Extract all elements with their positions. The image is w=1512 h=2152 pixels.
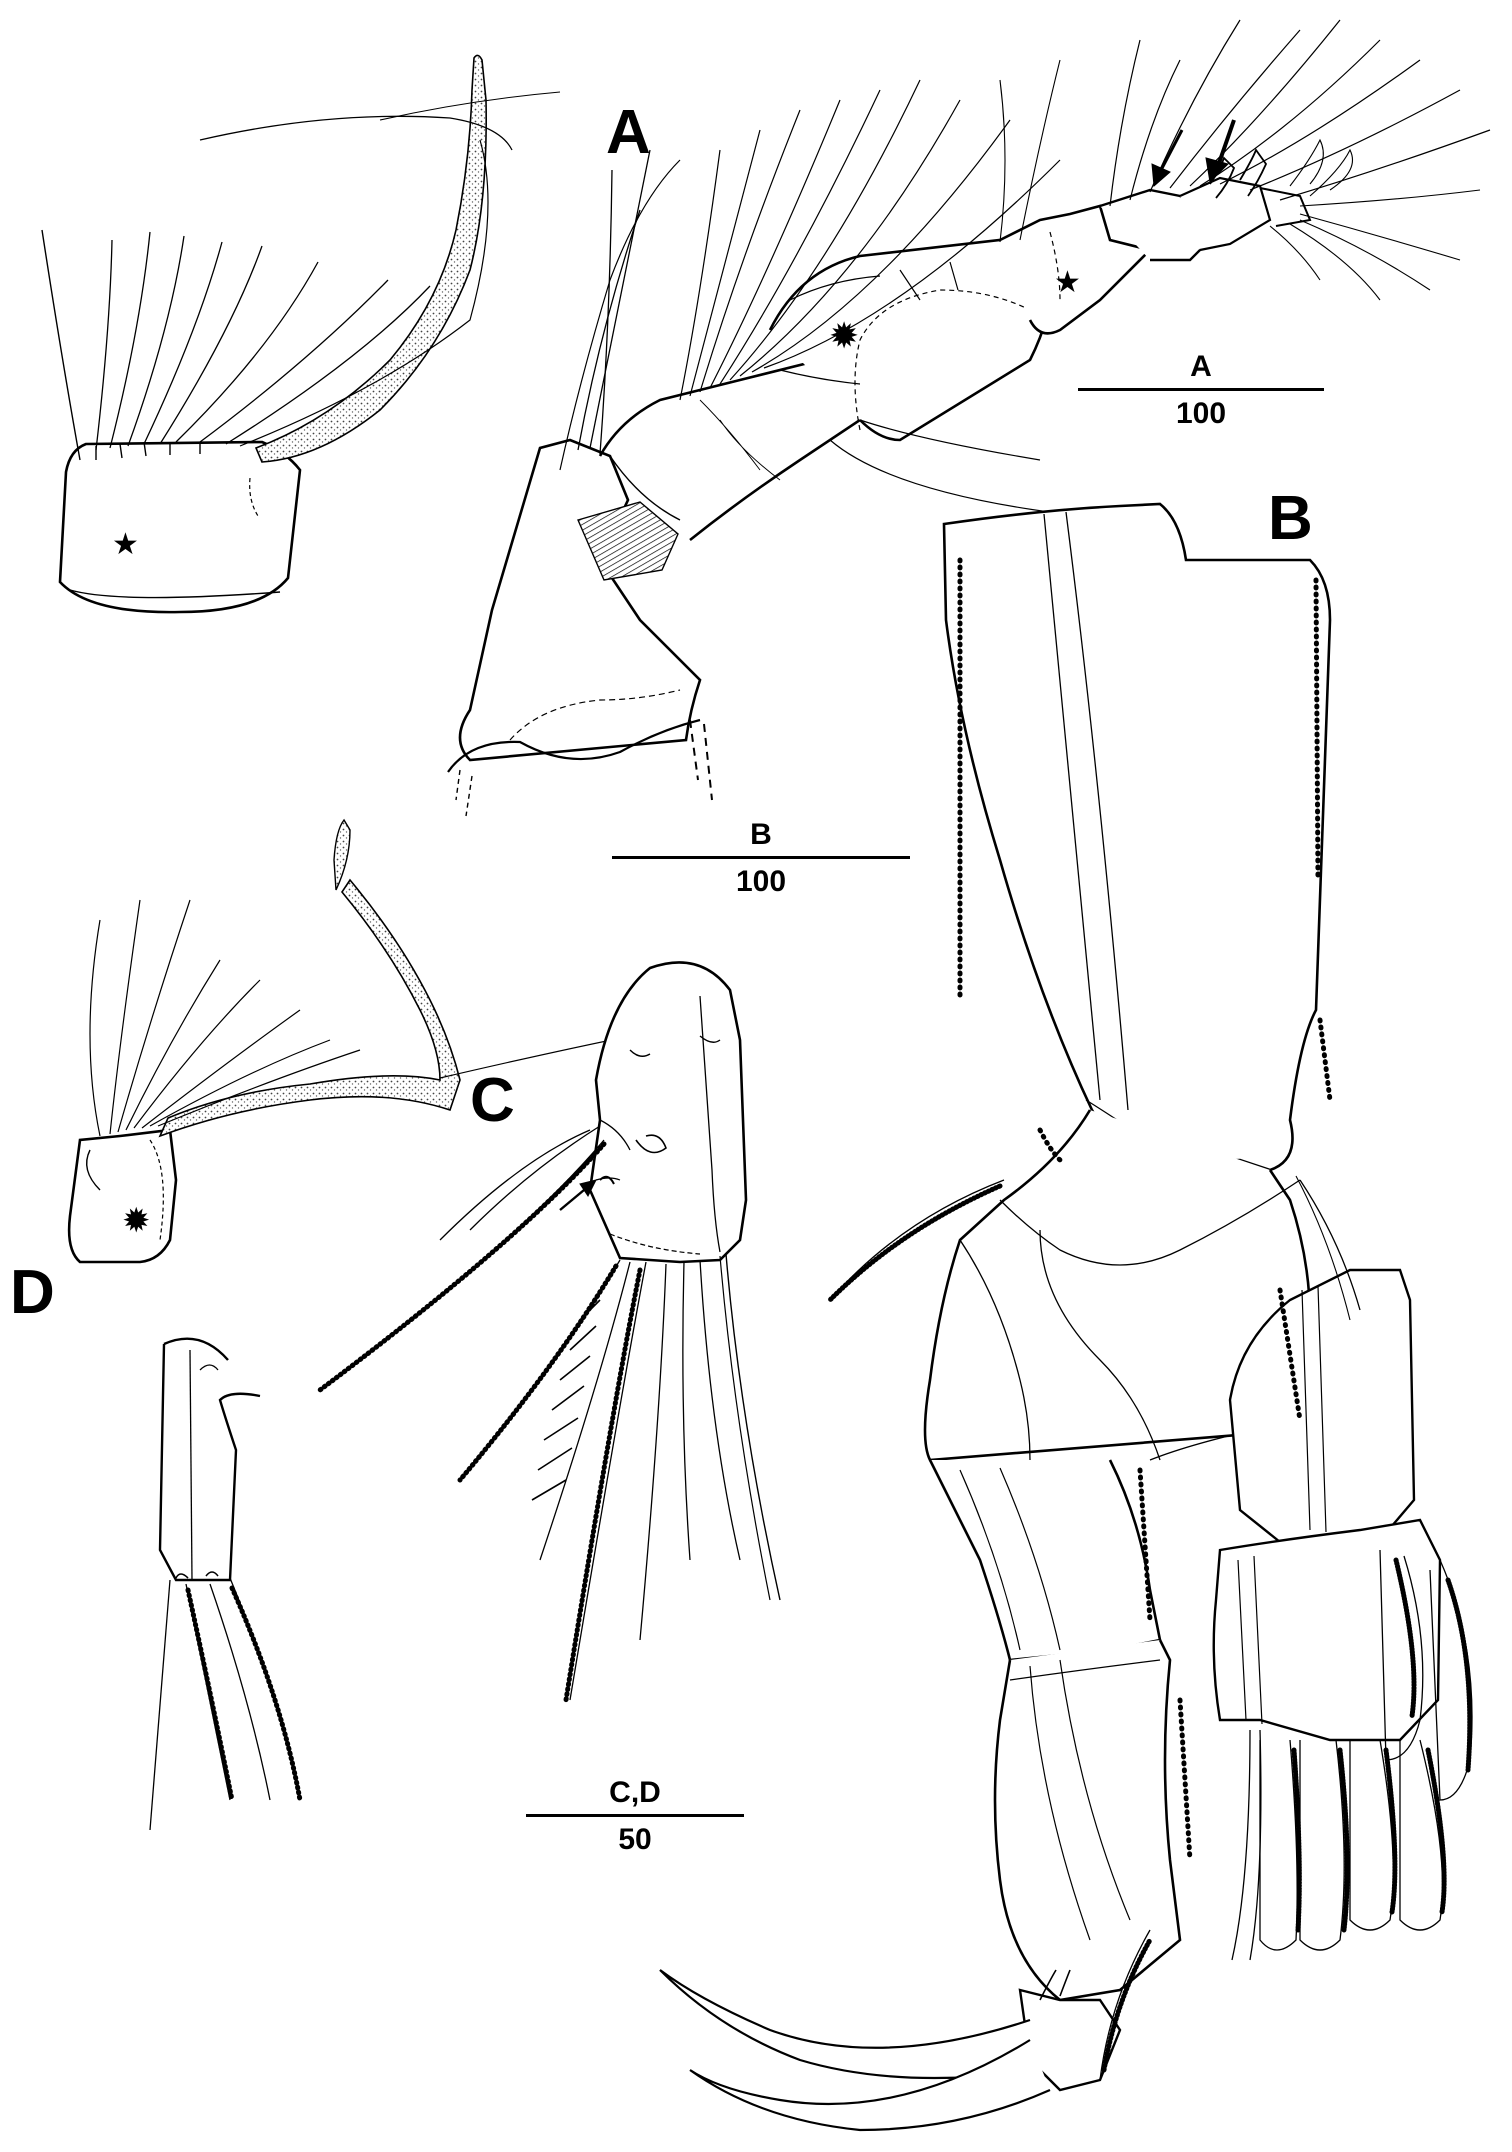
asterisk-marker-c: ✹ bbox=[122, 1201, 151, 1241]
asterisk-marker-a: ✹ bbox=[829, 316, 859, 357]
scale-bar-b-line bbox=[612, 856, 910, 859]
scale-bar-cd-label: C,D bbox=[609, 1776, 661, 1809]
panel-label-d: D bbox=[10, 1258, 55, 1327]
panel-label-b: B bbox=[1268, 484, 1313, 553]
panel-label-a: A bbox=[606, 98, 651, 167]
scale-bar-a: A 100 bbox=[1078, 352, 1324, 429]
scale-bar-b-value: 100 bbox=[735, 865, 787, 898]
scale-bar-a-label: A bbox=[1190, 350, 1212, 383]
limb-c bbox=[320, 962, 780, 1700]
leg-b bbox=[660, 504, 1472, 2130]
antennule-main bbox=[448, 20, 1490, 816]
scale-bar-cd: C,D 50 bbox=[526, 1778, 744, 1855]
arrow-marker-c bbox=[560, 1179, 597, 1210]
scale-bar-b: B 100 bbox=[612, 820, 910, 897]
scale-bar-cd-value: 50 bbox=[618, 1823, 652, 1856]
scale-bar-a-line bbox=[1078, 388, 1324, 391]
arrow-markers-a bbox=[1151, 120, 1234, 188]
antennule-segment-asterisk bbox=[69, 820, 660, 1262]
panel-label-c: C bbox=[470, 1066, 515, 1135]
antennule-segment-star bbox=[42, 55, 560, 612]
star-marker-a: ★ bbox=[1054, 265, 1081, 300]
scale-bar-b-label: B bbox=[750, 818, 772, 851]
limb-d bbox=[150, 1339, 300, 1830]
scale-bar-a-value: 100 bbox=[1175, 397, 1227, 430]
scale-bar-cd-line bbox=[526, 1814, 744, 1817]
star-marker: ★ bbox=[112, 527, 139, 562]
